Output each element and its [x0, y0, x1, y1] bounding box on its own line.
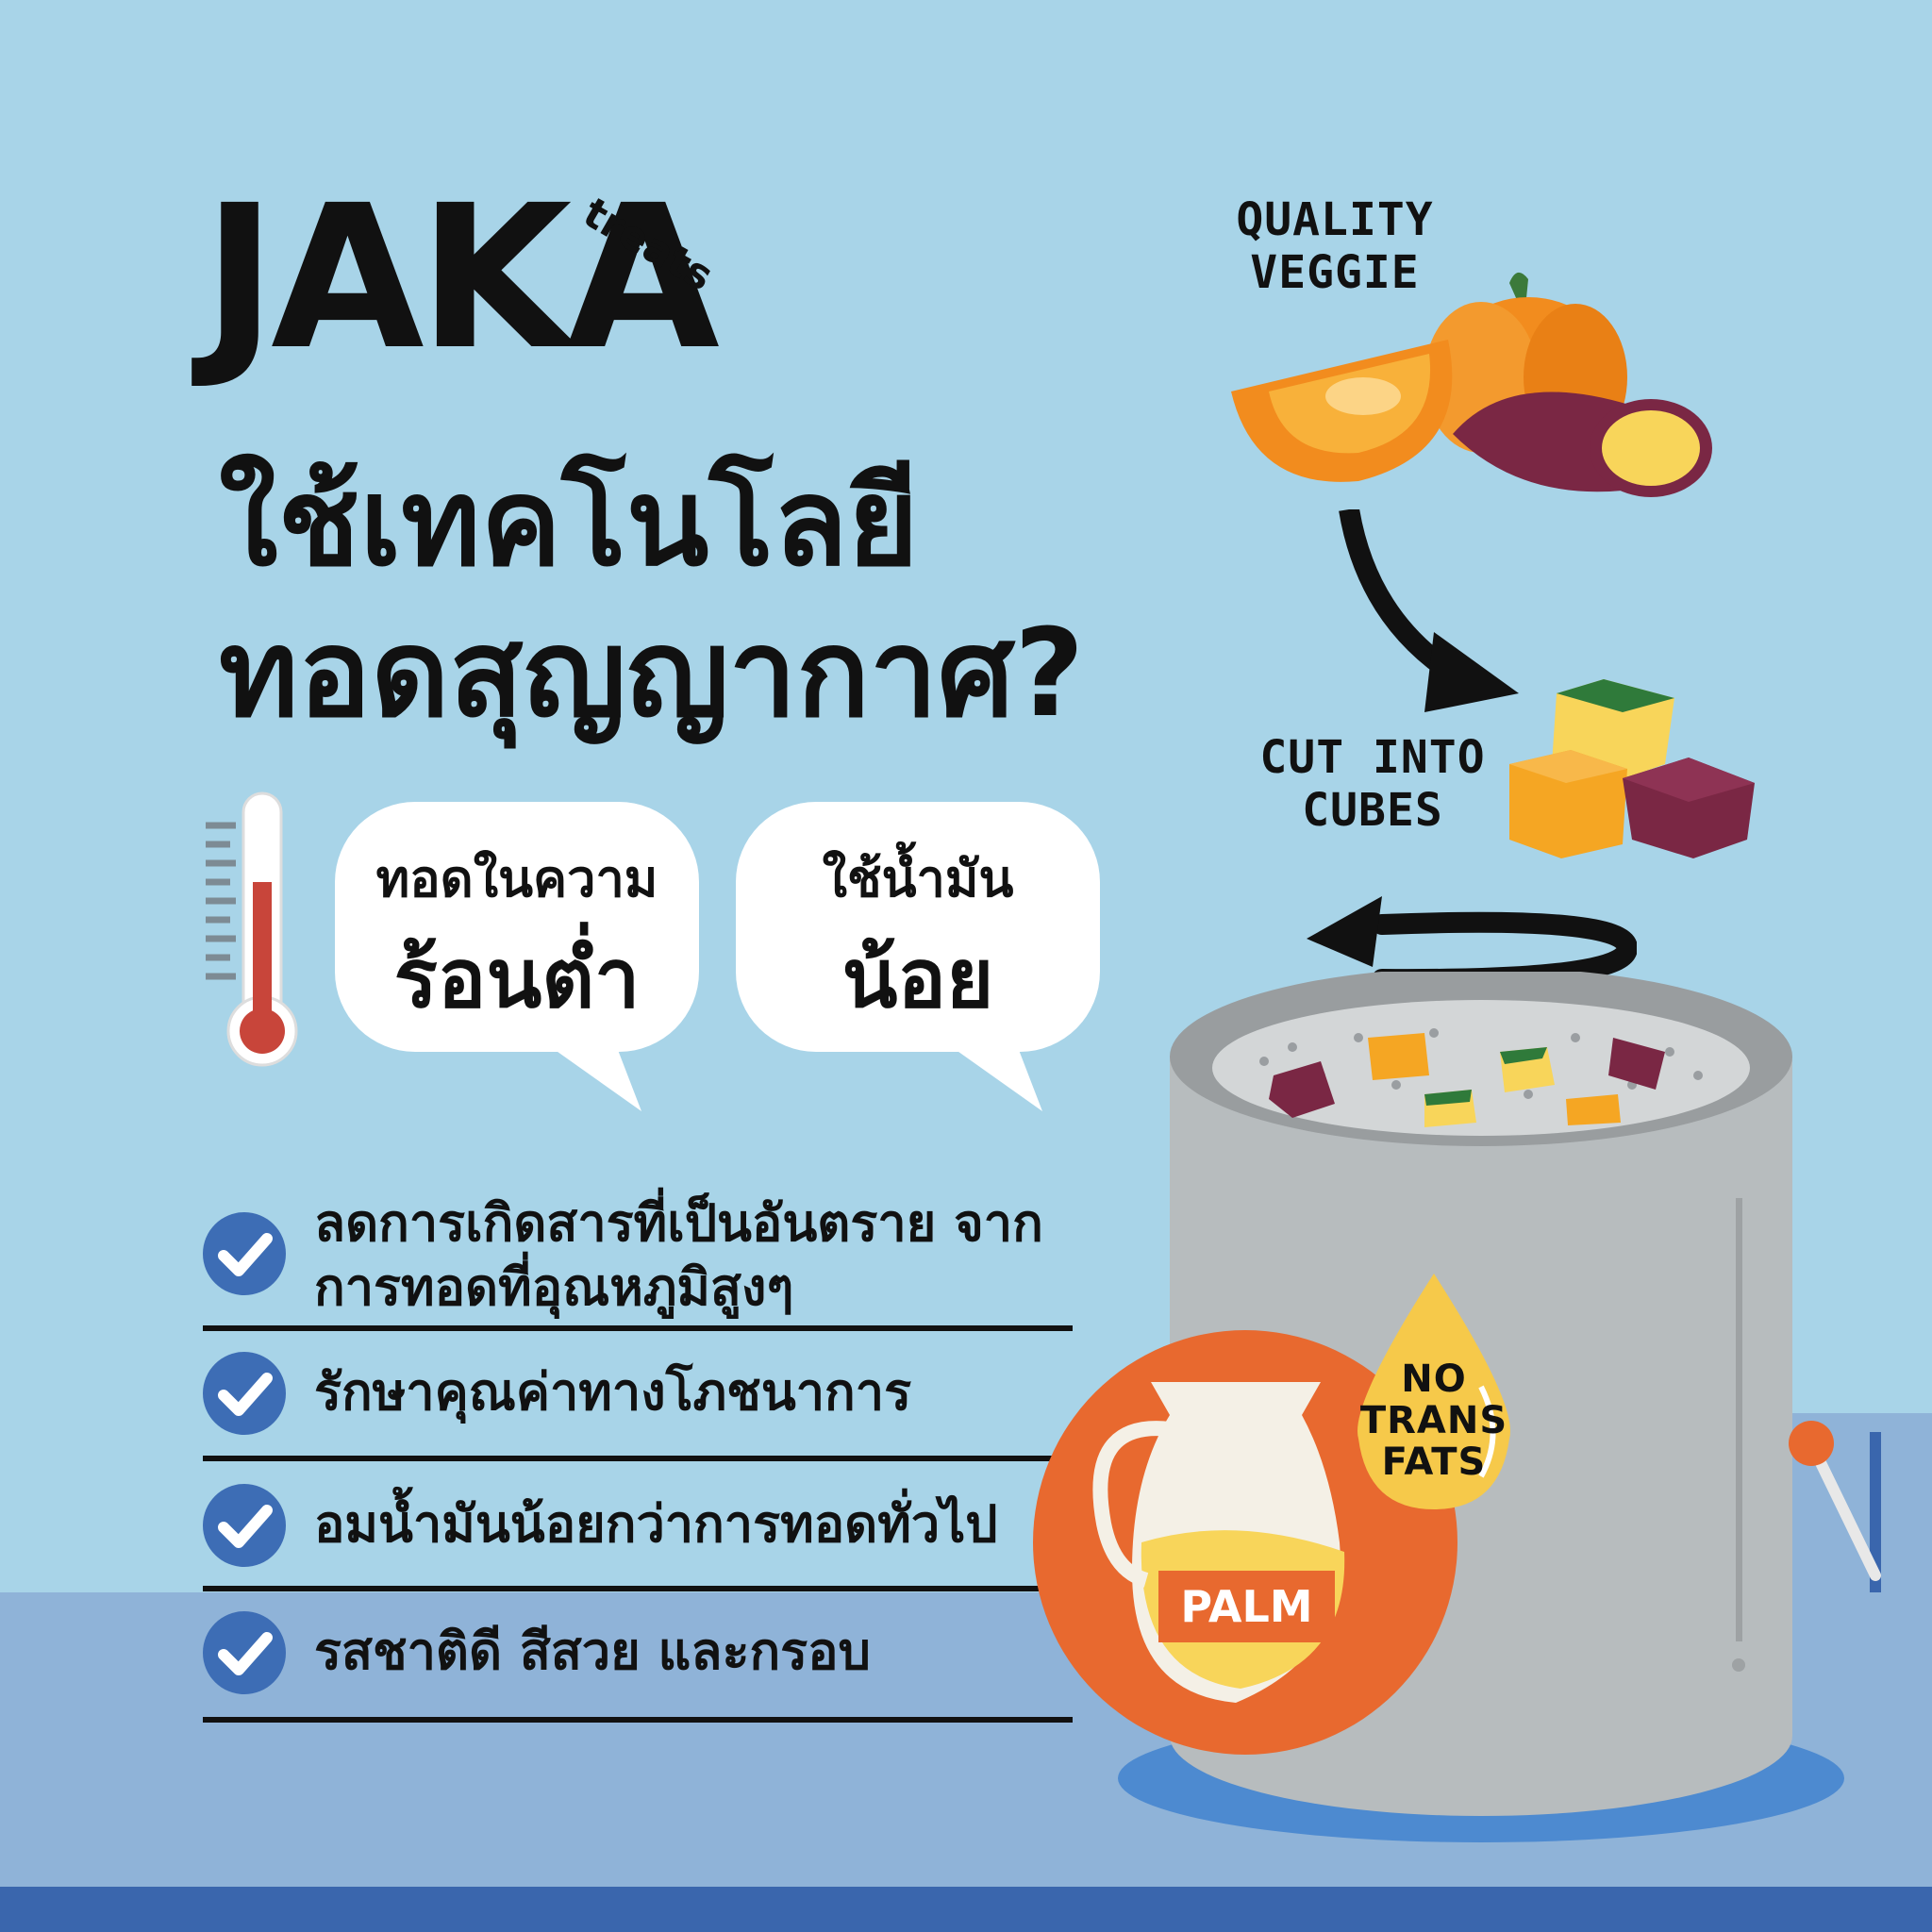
- divider: [203, 1456, 1073, 1461]
- check-icon: [203, 1212, 286, 1295]
- brand-name: JAKA: [203, 162, 720, 393]
- cut-line-2: CUBES: [1302, 784, 1443, 837]
- quality-line-1: QUALITY: [1236, 193, 1434, 246]
- bubble-tail: [939, 1038, 1042, 1111]
- benefit-item: อมน้ำมันน้อยกว่าการทอดทั่วไป: [203, 1481, 1073, 1575]
- thermometer-icon: [206, 791, 298, 1067]
- check-icon: [203, 1611, 286, 1694]
- divider: [203, 1325, 1073, 1331]
- fats-line-1: NO: [1401, 1357, 1467, 1401]
- fryer-lever-icon: [1789, 1421, 1881, 1592]
- quality-veggie-label: QUALITY VEGGIE: [1217, 193, 1453, 299]
- palm-label: PALM: [1158, 1571, 1335, 1642]
- benefit-text: ลดการเกิดสารที่เป็นอันตราย จาก: [314, 1193, 1043, 1253]
- brand-logo: JAKA treats: [203, 179, 731, 377]
- divider: [203, 1717, 1073, 1723]
- arrow-icon: [1339, 509, 1519, 712]
- benefit-text: อมน้ำมันน้อยกว่าการทอดทั่วไป: [314, 1494, 998, 1554]
- benefit-text: รสชาติดี สีสวย และกรอบ: [314, 1622, 871, 1681]
- bubble-low-heat-big: ร้อนต่ำ: [393, 932, 641, 1026]
- pumpkin-slice-icon: [1231, 340, 1453, 482]
- bubble-less-oil-small: ใช้น้ำมัน: [822, 849, 1014, 908]
- cut-into-cubes-label: CUT INTO CUBES: [1255, 731, 1491, 837]
- bubble-less-oil-big: น้อย: [841, 932, 994, 1026]
- benefit-item: รสชาติดี สีสวย และกรอบ: [203, 1608, 1073, 1703]
- bubble-tail: [538, 1038, 641, 1111]
- check-icon: [203, 1484, 286, 1567]
- cubes-illustration: [1509, 679, 1755, 858]
- veggies-illustration: [1231, 272, 1712, 497]
- oil-drop-icon: [1357, 1274, 1510, 1509]
- benefit-item: ลดการเกิดสารที่เป็นอันตราย จาก การทอดที่…: [203, 1193, 1073, 1325]
- bubble-low-heat-small: ทอดในความ: [375, 849, 658, 908]
- check-icon: [203, 1352, 286, 1435]
- divider: [203, 1586, 1073, 1591]
- benefit-text: รักษาคุณค่าทางโภชนาการ: [314, 1362, 912, 1422]
- bubble-less-oil: ใช้น้ำมัน น้อย: [736, 802, 1100, 1052]
- benefit-item: รักษาคุณค่าทางโภชนาการ: [203, 1349, 1073, 1443]
- cut-line-1: CUT INTO: [1259, 731, 1486, 784]
- title-line-2: ทอดสุญญากาศ?: [219, 604, 1085, 744]
- bottom-strip: [0, 1887, 1932, 1932]
- sweet-potato-icon: [1453, 391, 1712, 497]
- cube-icon: [1623, 758, 1755, 858]
- title-line-1: ใช้เทคโนโลยี: [219, 453, 919, 593]
- cube-icon: [1509, 750, 1627, 858]
- quality-line-2: VEGGIE: [1250, 246, 1420, 299]
- fats-line-2: TRANS: [1359, 1399, 1508, 1442]
- no-trans-fats-label: NO TRANS FATS: [1349, 1358, 1519, 1483]
- fats-line-3: FATS: [1381, 1441, 1487, 1484]
- bubble-low-heat: ทอดในความ ร้อนต่ำ: [335, 802, 699, 1052]
- benefit-text: การทอดที่อุณหภูมิสูงๆ: [314, 1257, 794, 1317]
